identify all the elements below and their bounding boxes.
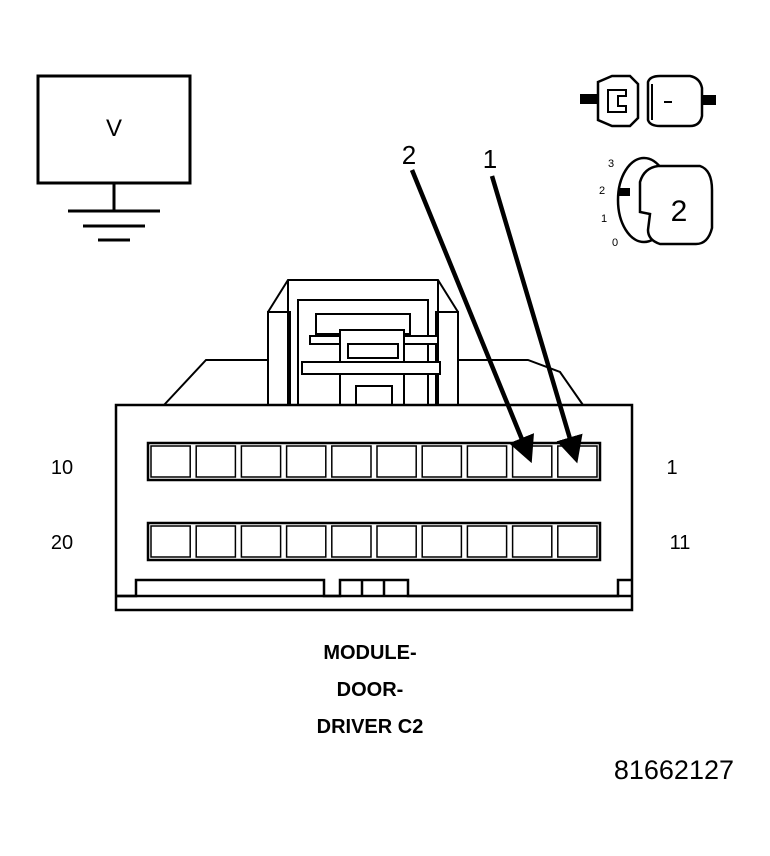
- cavity-top-pin-2: [511, 445, 553, 478]
- switch-position-1: 1: [601, 213, 607, 225]
- cavity-bottom-pin-19: [195, 525, 237, 558]
- row-bottom-left-label: 20: [51, 532, 73, 554]
- cavity-top-pin-7: [285, 445, 327, 478]
- voltmeter-icon: [36, 74, 192, 242]
- ignition-switch-icon: [616, 156, 714, 246]
- cavity-bottom-pin-13: [466, 525, 508, 558]
- cavity-row-top: [146, 441, 602, 482]
- cavity-top-pin-4: [421, 445, 463, 478]
- cavity-bottom-pin-12: [511, 525, 553, 558]
- probe-arrow-2-label: 2: [402, 140, 416, 170]
- cavity-top-pin-3: [466, 445, 508, 478]
- connector-body: [114, 403, 634, 612]
- switch-position-0: 0: [612, 237, 618, 249]
- cavity-bottom-pin-14: [421, 525, 463, 558]
- caption-line-3: DRIVER C2: [316, 716, 424, 738]
- cavity-bottom-pin-18: [240, 525, 282, 558]
- cavity-bottom-pin-16: [331, 525, 372, 558]
- switch-selected-position: 2: [671, 195, 688, 228]
- row-top-left-label: 10: [51, 457, 73, 479]
- cavity-bottom-pin-17: [285, 525, 327, 558]
- row-top-right-label: 1: [666, 457, 677, 479]
- cavity-row-bottom: [146, 521, 602, 562]
- voltmeter-label: V: [106, 115, 122, 142]
- caption-line-2: DOOR-: [336, 679, 404, 701]
- cavity-top-pin-1: [557, 445, 598, 478]
- ignition-key-icon: [580, 74, 716, 128]
- probe-arrow-1: [489, 175, 583, 464]
- switch-position-3: 3: [608, 158, 614, 170]
- row-bottom-right-label: 11: [670, 532, 691, 554]
- switch-position-2: 2: [599, 185, 605, 197]
- caption-line-1: MODULE-: [323, 642, 417, 664]
- cavity-top-pin-9: [195, 445, 237, 478]
- cavity-top-pin-6: [331, 445, 372, 478]
- cavity-top-pin-8: [240, 445, 282, 478]
- connector-latch: [163, 279, 584, 406]
- cavity-bottom-pin-15: [376, 525, 417, 558]
- probe-arrow-2: [409, 169, 534, 464]
- cavity-bottom-pin-20: [150, 525, 191, 558]
- cavity-top-pin-10: [150, 445, 191, 478]
- probe-arrow-1-label: 1: [483, 144, 497, 174]
- cavity-bottom-pin-11: [557, 525, 598, 558]
- figure-number: 81662127: [613, 755, 734, 785]
- cavity-top-pin-5: [376, 445, 417, 478]
